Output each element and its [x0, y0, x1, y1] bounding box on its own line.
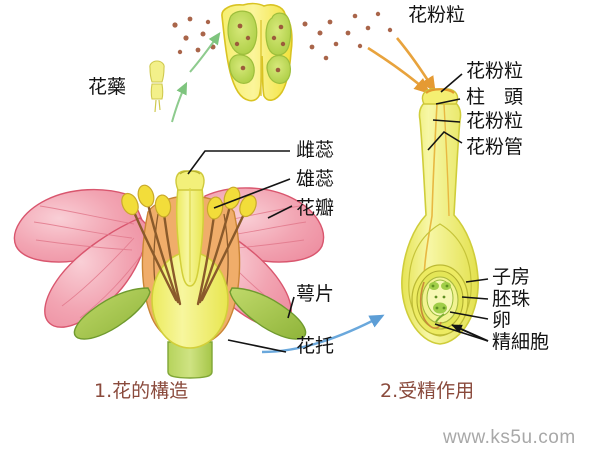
- label-stamen: 雄蕊: [296, 168, 335, 190]
- green-arrow-to-cross-section: [189, 32, 221, 73]
- label-petal: 花瓣: [296, 197, 335, 219]
- orange-arrow-pollen-2: [396, 37, 436, 93]
- anther-icon: [149, 60, 165, 113]
- label-ovule: 胚珠: [492, 288, 531, 310]
- pollen-grains-scatter-right: [302, 11, 393, 61]
- label-sepal: 萼片: [296, 283, 335, 305]
- blue-arrow-flower-to-pistil: [261, 314, 385, 354]
- anther-cross-section: [221, 2, 293, 102]
- sperm-cell-pointer: [451, 324, 489, 342]
- label-anther: 花藥: [88, 76, 127, 98]
- label-pollen-grain-a: 花粉粒: [466, 60, 524, 82]
- label-ovary: 子房: [492, 266, 531, 288]
- label-pollen-tube: 花粉管: [466, 136, 524, 158]
- caption-fertilization: 2.受精作用: [380, 380, 475, 402]
- watermark: www.ks5u.com: [443, 427, 576, 448]
- label-pollen-grain-top: 花粉粒: [408, 4, 466, 26]
- label-sperm-cell: 精細胞: [492, 331, 550, 353]
- label-receptacle: 花托: [296, 335, 335, 357]
- leader-lines-flower: [187, 150, 295, 353]
- caption-flower-structure: 1.花的構造: [94, 380, 189, 402]
- label-pistil: 雌蕊: [296, 139, 335, 161]
- label-stigma: 柱 頭: [466, 86, 524, 108]
- flower-longitudinal-section: [13, 170, 325, 379]
- orange-arrow-pollen-1: [367, 46, 431, 95]
- label-pollen-grain-b: 花粉粒: [466, 110, 524, 132]
- pistil-fertilization-section: [401, 88, 479, 345]
- green-arrow-up: [171, 81, 188, 123]
- label-egg: 卵: [492, 309, 512, 331]
